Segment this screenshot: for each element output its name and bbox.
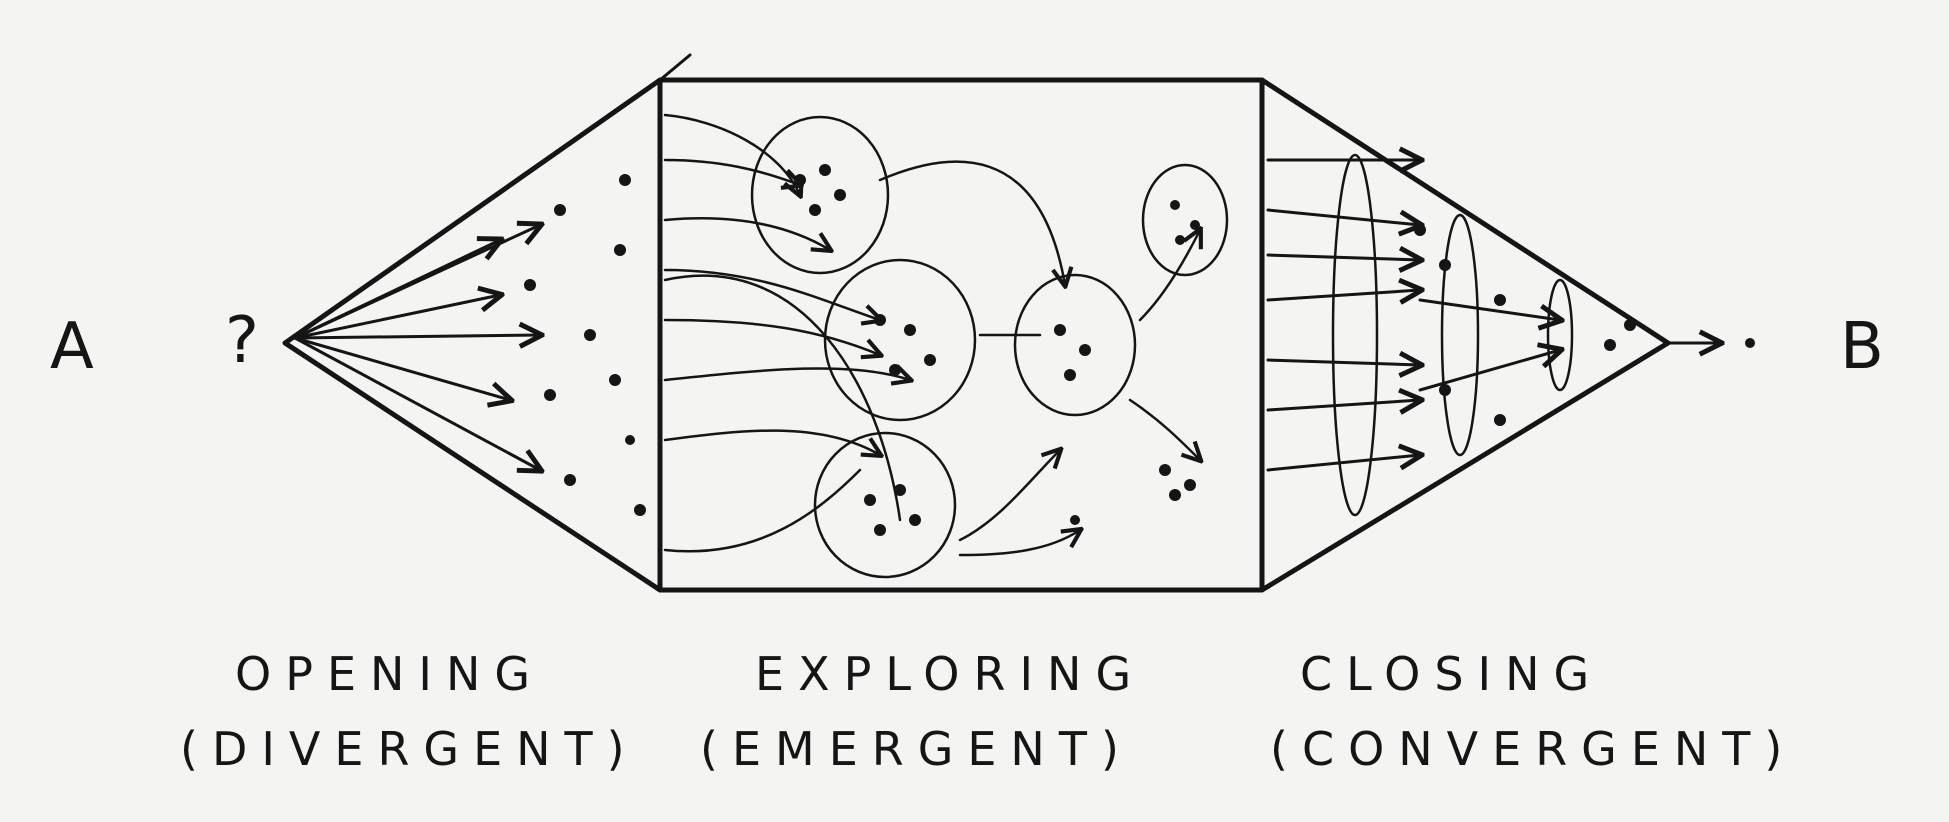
exploring-subtitle: (EMERGENT): [700, 722, 1133, 776]
emergent-flows: [665, 115, 1200, 555]
exploring-title: EXPLORING: [755, 647, 1145, 701]
opening-subtitle: (DIVERGENT): [180, 722, 639, 776]
start-label: A: [50, 310, 94, 384]
closing-title: CLOSING: [1300, 647, 1603, 701]
opening-title: OPENING: [235, 647, 544, 701]
idea-clusters: [752, 117, 1227, 577]
question-mark: ?: [225, 304, 259, 378]
phase-labels: OPENING (DIVERGENT) EXPLORING (EMERGENT)…: [180, 647, 1796, 776]
funnel-outline: [285, 55, 1668, 590]
convergent-arrows: [1268, 155, 1755, 515]
closing-subtitle: (CONVERGENT): [1270, 722, 1796, 776]
end-label: B: [1840, 310, 1884, 384]
